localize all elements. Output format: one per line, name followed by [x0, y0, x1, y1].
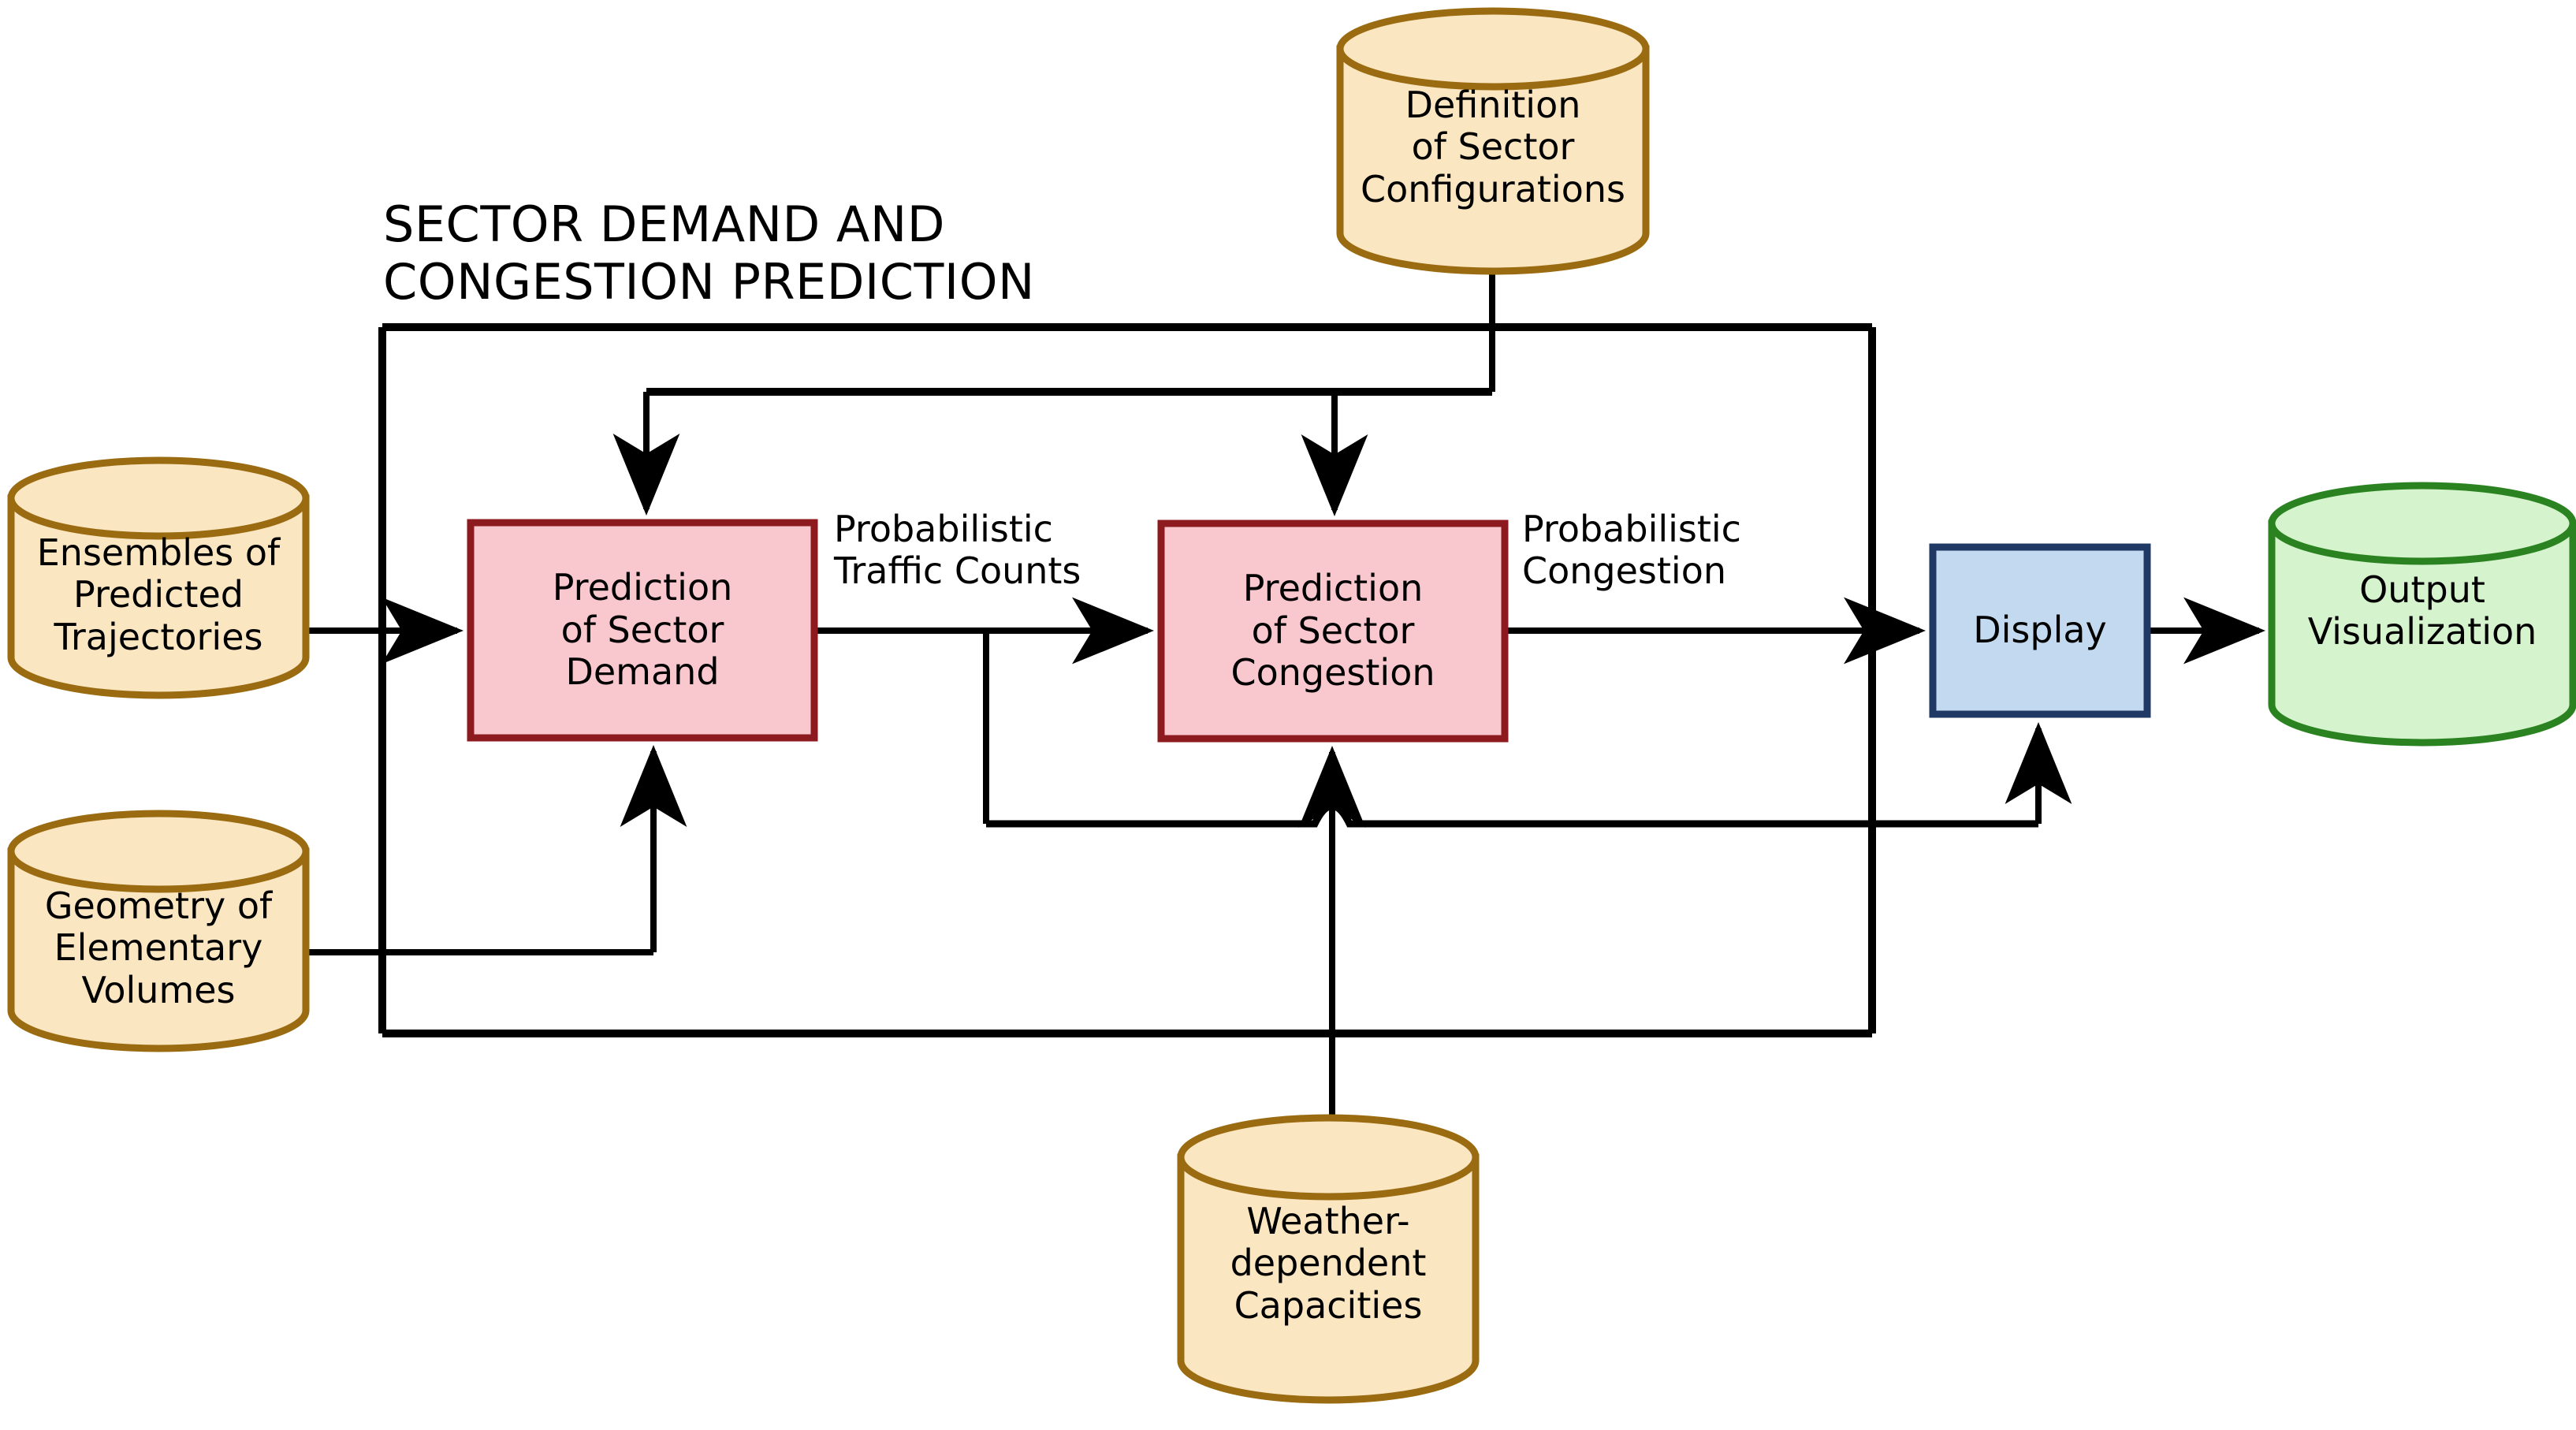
node-prediction-demand-shape[interactable]: [467, 519, 818, 742]
edge-lower-return-bus: [986, 803, 2038, 828]
node-ensembles-shape[interactable]: [7, 456, 310, 699]
node-output-visualization-shape[interactable]: [2268, 482, 2576, 747]
node-prediction-congestion-shape[interactable]: [1157, 519, 1509, 743]
node-sector-configs-shape[interactable]: [1336, 7, 1650, 275]
node-geometry-shape[interactable]: [7, 810, 310, 1052]
node-display-shape[interactable]: [1929, 543, 2151, 718]
node-weather-capacities-shape[interactable]: [1177, 1114, 1480, 1404]
